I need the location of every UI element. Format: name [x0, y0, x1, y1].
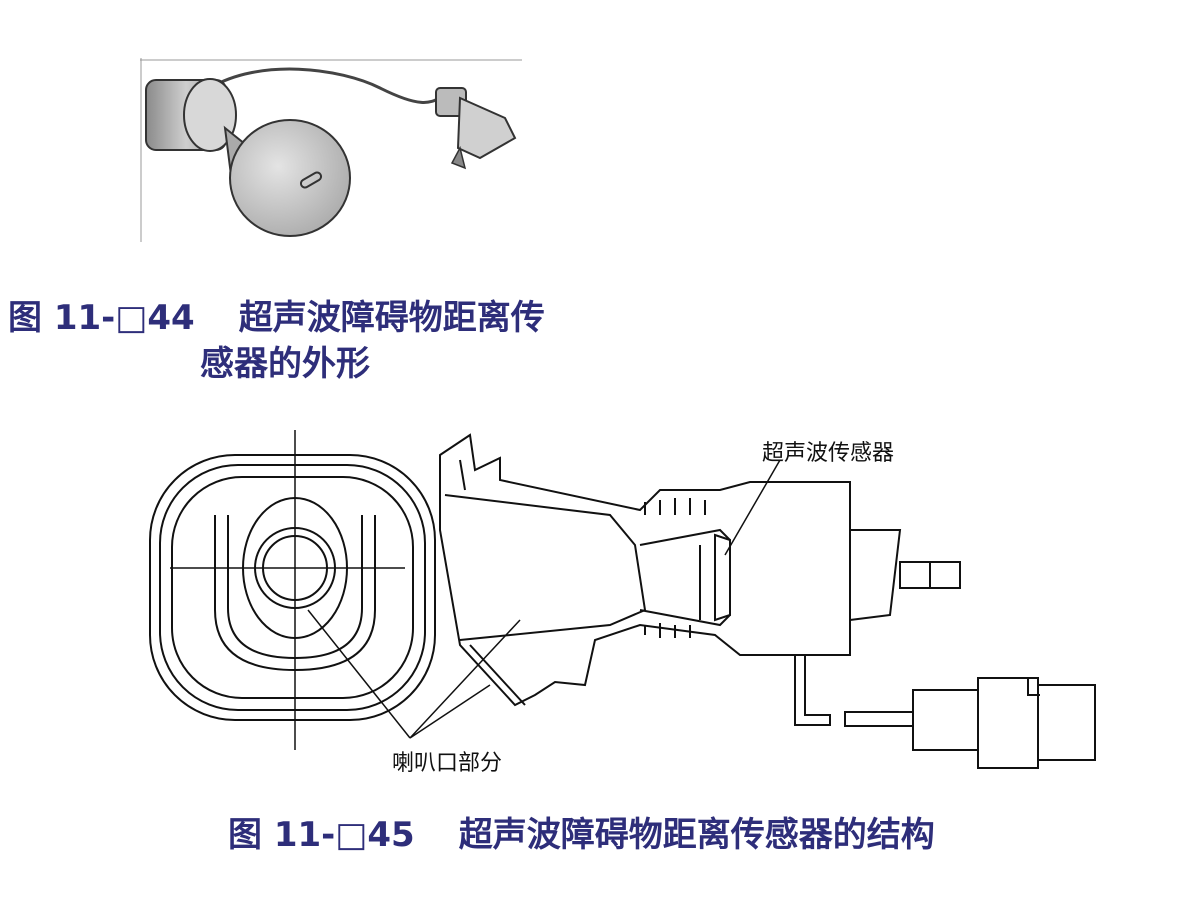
figure-label: 图 11-□45 — [228, 815, 415, 855]
figure-caption-11-44: 图 11-□44 超声波障碍物距离传 — [8, 297, 545, 339]
figure-title-line1: 超声波障碍物距离传 — [238, 298, 545, 338]
sensor-structure-drawing — [140, 420, 1110, 790]
figure-caption-11-44-line2: 感器的外形 — [200, 344, 370, 384]
callout-horn-section: 喇叭口部分 — [392, 751, 503, 776]
callout-ultrasonic-sensor: 超声波传感器 — [762, 441, 895, 466]
figure-title: 超声波障碍物距离传感器的结构 — [458, 815, 935, 855]
figure-caption-11-45: 图 11-□45 超声波障碍物距离传感器的结构 — [228, 814, 935, 856]
figure-label: 图 11-□44 — [8, 298, 195, 338]
sensor-exterior-figure — [140, 58, 522, 242]
